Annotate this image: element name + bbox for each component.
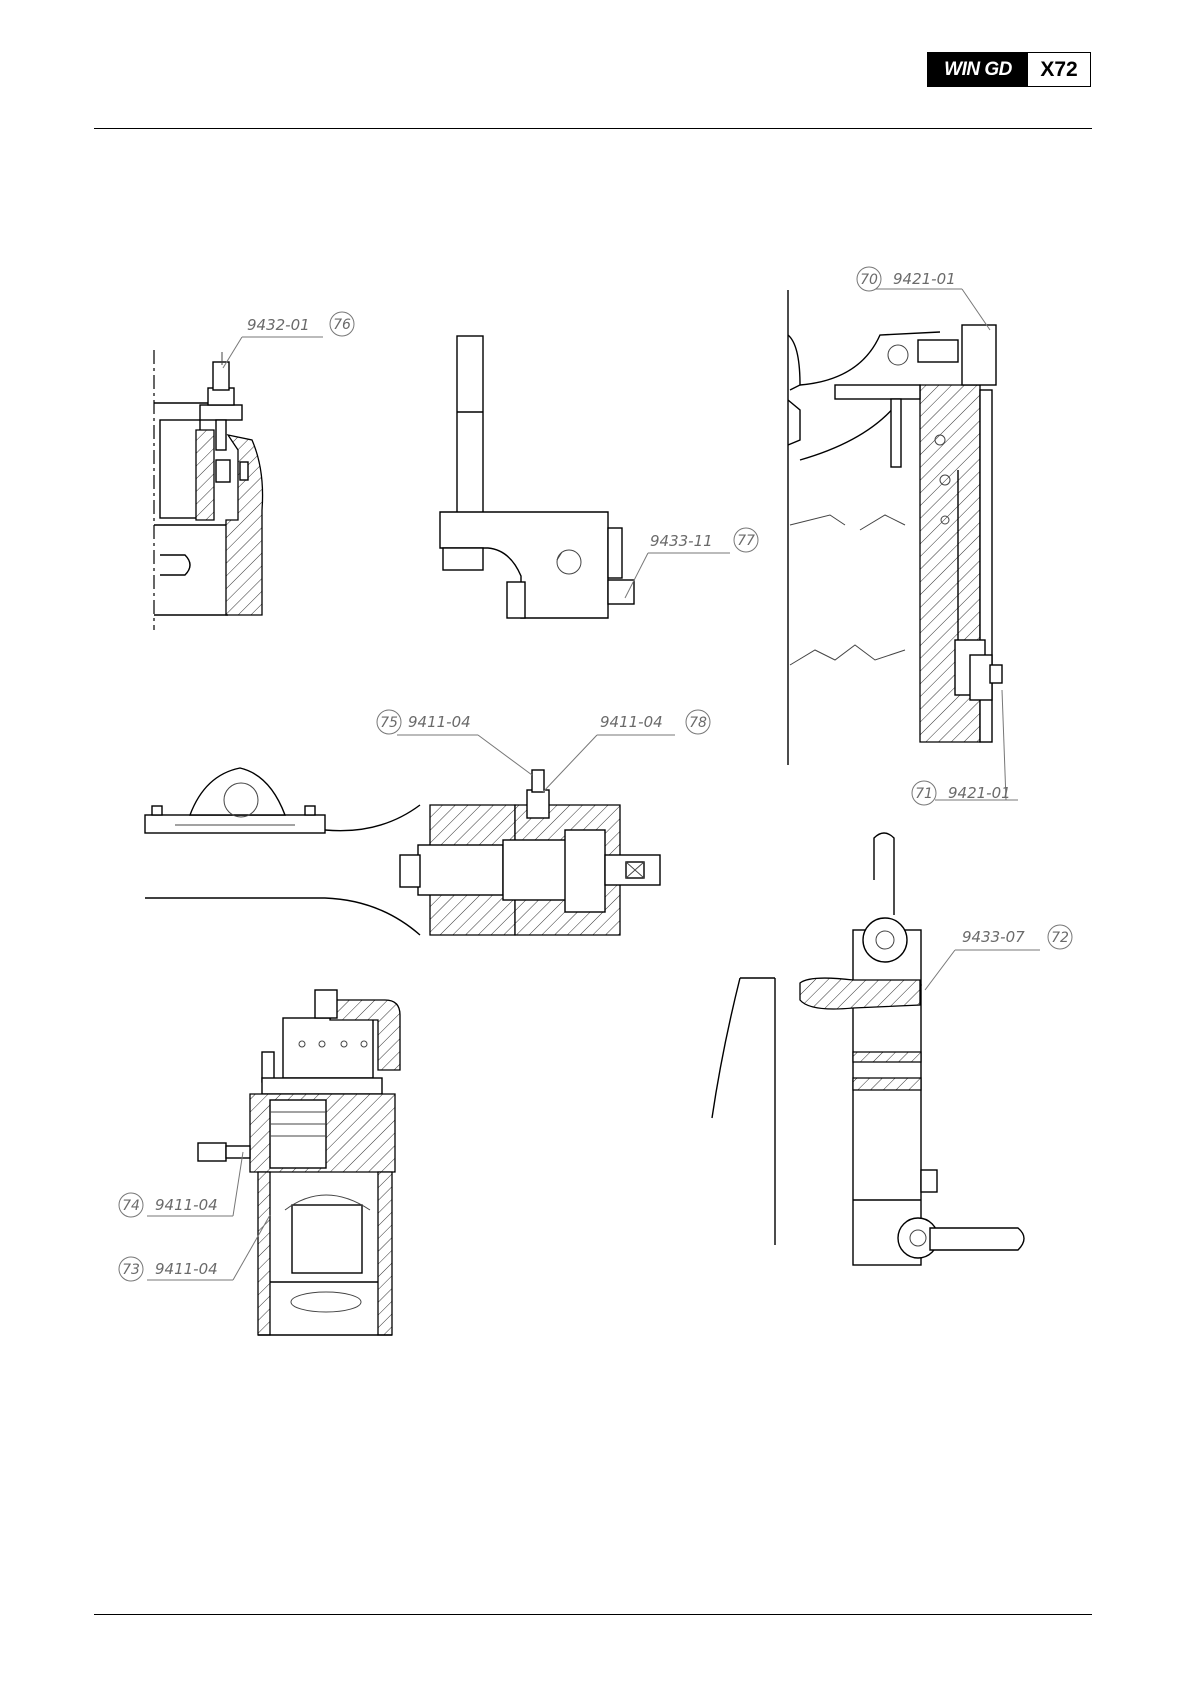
svg-text:9433-07: 9433-07 [962,928,1025,946]
footer-rule [94,1614,1092,1615]
svg-text:78: 78 [689,715,707,731]
svg-text:71: 71 [915,786,933,802]
figure-b-tool [440,336,634,618]
svg-text:70: 70 [860,272,878,288]
figure-d-section [145,768,660,935]
svg-text:9411-04: 9411-04 [155,1196,218,1214]
callout-71: 71 9421-01 [912,781,1011,805]
svg-text:9421-01: 9421-01 [893,270,956,288]
svg-text:9433-11: 9433-11 [650,532,713,550]
svg-text:9432-01: 9432-01 [247,316,310,334]
callout-73: 73 9411-04 [119,1257,218,1281]
callout-77: 9433-11 77 [650,528,758,552]
callout-72: 9433-07 72 [962,925,1072,949]
callout-78: 9411-04 78 [600,710,710,734]
callout-74: 74 9411-04 [119,1193,218,1217]
svg-text:74: 74 [122,1198,140,1214]
callout-76: 9432-01 76 [247,312,354,336]
figure-c-elevation [788,290,1002,765]
svg-text:9411-04: 9411-04 [155,1260,218,1278]
figure-a-section [154,350,263,630]
svg-text:9411-04: 9411-04 [408,713,471,731]
svg-text:76: 76 [333,317,351,333]
figure-f-tool [198,990,400,1335]
svg-text:9411-04: 9411-04 [600,713,663,731]
callout-70: 70 9421-01 [857,267,956,291]
svg-text:72: 72 [1051,930,1069,946]
svg-text:73: 73 [122,1262,140,1278]
figure-e-elevation [712,833,1024,1265]
svg-text:9421-01: 9421-01 [948,784,1011,802]
svg-text:75: 75 [380,715,398,731]
callout-75: 75 9411-04 [377,710,471,734]
svg-text:77: 77 [737,533,755,549]
